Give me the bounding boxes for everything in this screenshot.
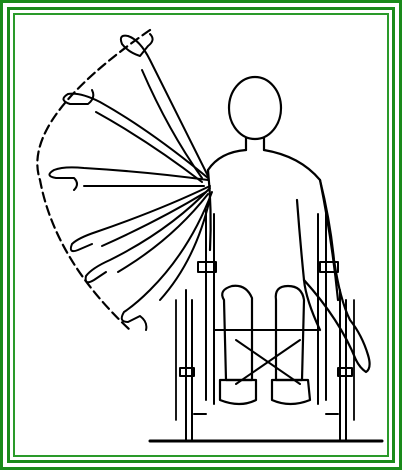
legs bbox=[220, 286, 310, 404]
right-arm bbox=[304, 180, 356, 360]
wheelchair-frame bbox=[180, 210, 352, 440]
torso-inner bbox=[297, 200, 320, 330]
reach-arc bbox=[37, 30, 150, 330]
torso-left bbox=[208, 170, 211, 250]
reach-arms bbox=[49, 34, 212, 330]
head-icon bbox=[229, 77, 281, 139]
